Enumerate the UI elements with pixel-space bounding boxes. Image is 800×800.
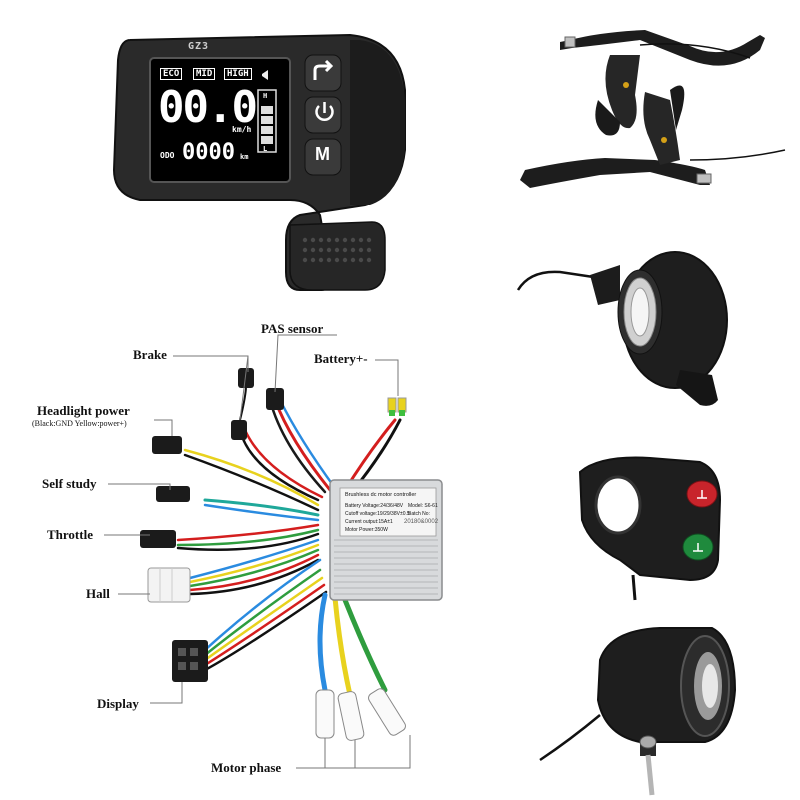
lcd-screen — [149, 57, 291, 183]
motor-controller — [329, 479, 443, 601]
label-pas-sensor: PAS sensor — [261, 321, 324, 336]
speed-unit: km/h — [232, 125, 252, 134]
red-button[interactable] — [686, 480, 718, 508]
green-button[interactable] — [682, 533, 714, 561]
twist-throttle — [516, 251, 728, 406]
controller-wires — [176, 398, 402, 698]
mode-eco-label: ECO — [160, 68, 183, 80]
label-self-study: Self study — [42, 476, 97, 491]
battery-connector — [387, 397, 407, 416]
headlight-indicator-icon — [262, 70, 268, 80]
battery-level-icon — [257, 89, 277, 153]
battery-low-mark: L — [263, 145, 268, 153]
controller-model: Model: S6-61 — [408, 503, 438, 509]
odo-label: ODO — [160, 151, 175, 160]
motor-phase-connectors — [315, 688, 406, 741]
thumb-throttle-lever — [289, 221, 386, 291]
lcd-display-unit — [112, 33, 406, 291]
hall-connector — [147, 567, 191, 603]
throttle-connector — [140, 530, 176, 548]
controller-current-output: Current output:15A±1 — [345, 519, 393, 525]
label-hall: Hall — [86, 586, 110, 601]
display-connector — [172, 640, 208, 682]
display-brand: GZ3 — [188, 41, 210, 52]
label-brake: Brake — [133, 347, 167, 362]
controller-battery-voltage: Battery Voltage:24/36/48V — [345, 503, 404, 509]
mode-high-label: HIGH — [224, 68, 252, 80]
power-icon — [315, 102, 334, 121]
label-headlight-note: (Black:GND Yellow:power+) — [32, 419, 127, 428]
label-leader-lines — [104, 334, 411, 769]
battery-high-mark: H — [263, 92, 268, 100]
label-display: Display — [97, 696, 139, 711]
handlebar-switch — [578, 456, 722, 601]
controller-batch: Batch No: — [408, 511, 430, 517]
mode-button-label: M — [315, 144, 330, 164]
label-motor-phase: Motor phase — [211, 760, 282, 775]
turn-button[interactable] — [304, 54, 342, 92]
odo-unit: km — [240, 153, 249, 161]
controller-batch-number: 20180&0002 — [404, 519, 439, 525]
pas-sensor-connector — [266, 388, 284, 410]
turn-arrow-icon — [313, 59, 334, 80]
controller-motor-power: Motor Power:350W — [345, 527, 388, 533]
label-headlight-power: Headlight power — [37, 403, 130, 418]
label-battery: Battery+- — [314, 351, 368, 366]
label-throttle: Throttle — [47, 527, 93, 542]
brake-levers — [520, 30, 786, 188]
odometer-readout: 0000 — [182, 140, 235, 165]
power-button[interactable] — [304, 96, 342, 134]
headlight-power-connector — [152, 436, 182, 454]
speed-readout: 00.0 — [158, 82, 258, 133]
mode-mid-label: MID — [193, 68, 216, 80]
controller-title: Brushless dc motor controller — [345, 492, 417, 498]
self-study-connector — [156, 486, 190, 502]
headlight — [539, 627, 737, 796]
controller-cutoff-voltage: Cutoff voltage:19/29/38V±0.5 — [345, 511, 410, 517]
mode-button[interactable] — [304, 138, 342, 176]
